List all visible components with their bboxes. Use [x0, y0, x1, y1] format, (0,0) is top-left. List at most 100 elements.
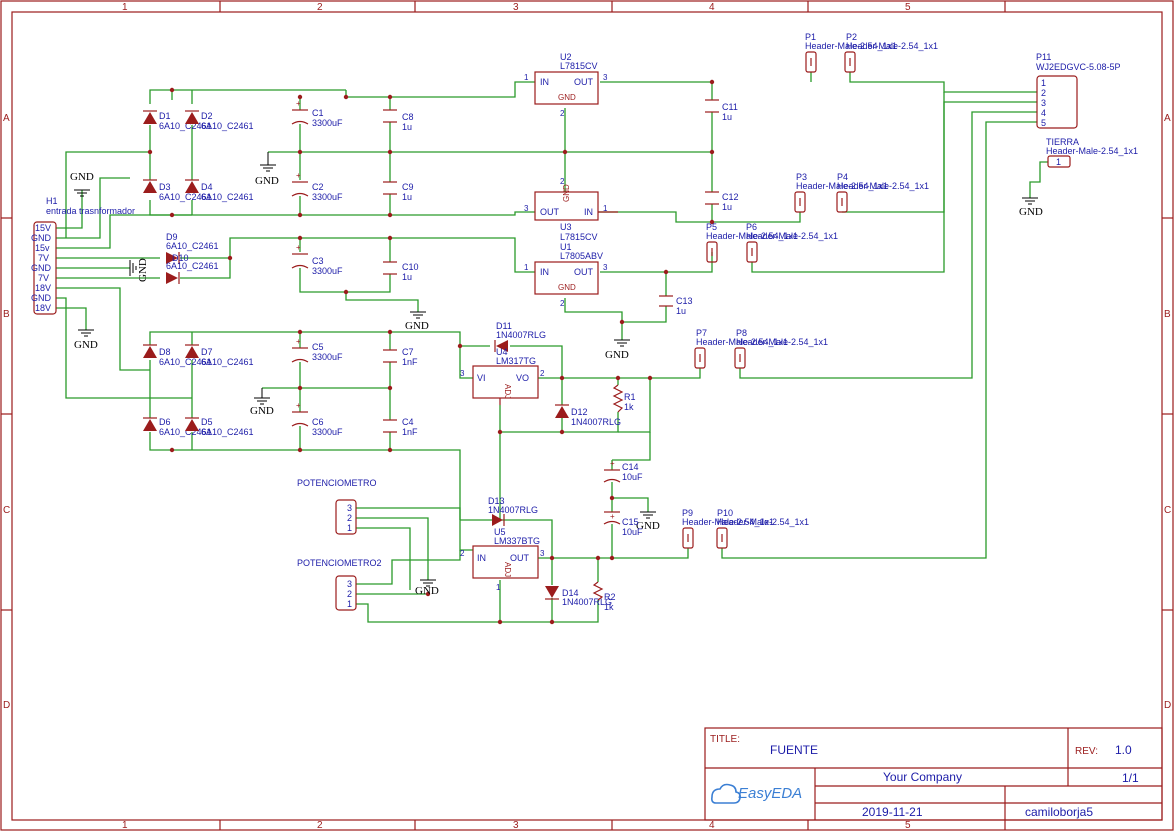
- pot1-pin-3: 3: [347, 503, 352, 513]
- c12-value: 1u: [722, 202, 732, 212]
- ground-symbols: GND GND GND GND GND GND GND GND GND GND: [70, 152, 1043, 597]
- u2-ref: U2: [560, 52, 572, 62]
- regulator-u1[interactable]: U1 L7805ABV IN OUT GND 1 3 2: [524, 242, 608, 308]
- p10-ref: P10: [717, 508, 733, 518]
- header-p6[interactable]: P6 Header-Male-2.54_1x1: [746, 222, 838, 263]
- svg-text:+: +: [296, 401, 301, 410]
- c10-value: 1u: [402, 272, 412, 282]
- d4-value: 6A10_C2461: [201, 192, 254, 202]
- rev-label: REV:: [1075, 746, 1098, 757]
- gnd-label: GND: [415, 585, 439, 597]
- header-p2[interactable]: P2 Header-Male-2.54_1x1: [844, 32, 938, 73]
- diode-d8[interactable]: D8 6A10_C2461: [143, 344, 212, 367]
- diode-d1[interactable]: D1 6A10_C2461: [143, 110, 212, 131]
- p10-value: Header-Male-2.54_1x1: [717, 517, 809, 527]
- pot2-pin-3: 3: [347, 579, 352, 589]
- h1-value: entrada trasnformador: [46, 206, 135, 216]
- u5-out: OUT: [510, 553, 530, 563]
- resistors: R1 1k R2 1k: [592, 384, 636, 612]
- p11-pin-4: 4: [1041, 108, 1046, 118]
- diode-d12[interactable]: D12 1N4007RLG: [555, 404, 621, 427]
- gnd-symbol: GND: [415, 579, 439, 597]
- header-p7[interactable]: P7 Header-Male-2.54_1x1: [694, 328, 788, 369]
- capacitor-c1[interactable]: + C1 3300uF: [291, 99, 343, 128]
- capacitor-c6[interactable]: + C6 3300uF: [291, 401, 343, 437]
- header-tierra[interactable]: TIERRA Header-Male-2.54_1x1 1: [1046, 137, 1138, 168]
- diode-d4[interactable]: D4 6A10_C2461: [185, 179, 254, 202]
- capacitor-c8[interactable]: C8 1u: [383, 109, 414, 132]
- diode-d13[interactable]: D13 1N4007RLG: [488, 496, 538, 526]
- gnd-label: GND: [250, 405, 274, 417]
- pot2-pin-2: 2: [347, 589, 352, 599]
- capacitor-c9[interactable]: C9 1u: [383, 181, 414, 202]
- gnd-label: GND: [405, 320, 429, 332]
- diode-d11[interactable]: D11 1N4007RLG: [494, 321, 546, 352]
- column-label-4-bottom: 4: [709, 820, 715, 831]
- diode-d5[interactable]: D5 6A10_C2461: [185, 417, 254, 437]
- header-p10[interactable]: P10 Header-Male-2.54_1x1: [716, 508, 809, 549]
- u5-in: IN: [477, 553, 486, 563]
- capacitor-c2[interactable]: + C2 3300uF: [291, 171, 343, 202]
- regulator-u4[interactable]: U4 LM317TG VI VO ADJ 3 2: [460, 347, 545, 405]
- capacitor-c10[interactable]: C10 1u: [383, 261, 419, 282]
- c7-value: 1nF: [402, 357, 418, 367]
- gnd-symbol: GND: [70, 171, 94, 197]
- header-p5[interactable]: P5 Header-Male-2.54_1x1: [706, 222, 798, 263]
- capacitor-c13[interactable]: C13 1u: [659, 295, 693, 316]
- potentiometer-2[interactable]: POTENCIOMETRO2 3 2 1: [297, 558, 382, 611]
- diode-d9[interactable]: D9 6A10_C2461: [166, 232, 219, 264]
- resistor-r2[interactable]: R2 1k: [592, 581, 616, 612]
- h1-pin-2: GND: [31, 233, 52, 243]
- p8-value: Header-Male-2.54_1x1: [736, 337, 828, 347]
- capacitor-c14[interactable]: + C14 10uF: [603, 459, 643, 483]
- gnd-symbol: GND: [636, 511, 660, 532]
- diode-d7[interactable]: D7 6A10_C2461: [185, 344, 254, 367]
- potentiometer-1[interactable]: POTENCIOMETRO 3 2 1: [297, 478, 377, 535]
- header-p8[interactable]: P8 Header-Male-2.54_1x1: [734, 328, 828, 369]
- u3-pin1: 1: [603, 204, 608, 213]
- gnd-label: GND: [255, 175, 279, 187]
- capacitor-c5[interactable]: + C5 3300uF: [291, 337, 343, 363]
- terminal-p11[interactable]: P11 WJ2EDGVC-5.08-5P 1 2 3 4 5: [1036, 52, 1121, 129]
- p3-ref: P3: [796, 172, 807, 182]
- pot2-pin-1: 1: [347, 599, 352, 609]
- c5-ref: C5: [312, 342, 324, 352]
- header-p9[interactable]: P9 Header-Male-2.54_1x1: [682, 508, 774, 549]
- p7-value: Header-Male-2.54_1x1: [696, 337, 788, 347]
- header-p4[interactable]: P4 Header-Male-2.54_1x1: [836, 172, 929, 213]
- capacitor-c7[interactable]: C7 1nF: [383, 347, 418, 367]
- header-p1[interactable]: P1 Header-Male-2.54_1x1: [805, 32, 897, 73]
- capacitor-c3[interactable]: + C3 3300uF: [291, 243, 343, 276]
- c11-ref: C11: [722, 102, 738, 112]
- u1-value: L7805ABV: [560, 251, 603, 261]
- tierra-pin: 1: [1056, 157, 1061, 167]
- diode-d10[interactable]: D10 6A10_C2461: [166, 253, 219, 284]
- column-label-2-bottom: 2: [317, 820, 323, 831]
- svg-text:+: +: [610, 459, 615, 468]
- d10-ref: D10: [172, 253, 189, 263]
- p11-pin-3: 3: [1041, 98, 1046, 108]
- diode-d3[interactable]: D3 6A10_C2461: [143, 179, 212, 202]
- tierra-value: Header-Male-2.54_1x1: [1046, 146, 1138, 156]
- diode-d2[interactable]: D2 6A10_C2461: [185, 110, 254, 131]
- u3-pin2: 2: [560, 177, 565, 186]
- capacitor-c15[interactable]: + C15 10uF: [603, 511, 643, 537]
- capacitor-c12[interactable]: C12 1u: [705, 191, 739, 212]
- diode-d6[interactable]: D6 6A10_C2461: [143, 417, 212, 437]
- c9-value: 1u: [402, 192, 412, 202]
- regulator-u3[interactable]: U3 L7815CV OUT IN GND 3 1 2: [524, 177, 618, 242]
- regulator-u5[interactable]: U5 LM337BTG IN OUT ADJ 2 3 1: [460, 527, 545, 592]
- h1-pin-7: 18V: [35, 283, 51, 293]
- capacitor-c11[interactable]: C11 1u: [705, 99, 738, 122]
- column-label-5: 5: [905, 2, 911, 13]
- gnd-label: GND: [1019, 206, 1043, 218]
- resistor-r1[interactable]: R1 1k: [612, 384, 636, 413]
- d3-ref: D3: [159, 182, 171, 192]
- u1-out: OUT: [574, 267, 594, 277]
- h1-connector[interactable]: H1 entrada trasnformador 15V GND 15v 7V …: [31, 196, 135, 315]
- header-p3[interactable]: P3 Header-Male-2.54_1x1: [794, 172, 888, 213]
- regulator-u2[interactable]: U2 L7815CV IN OUT GND 1 3 2: [524, 52, 608, 118]
- capacitor-c4[interactable]: C4 1nF: [383, 417, 418, 437]
- diode-d14[interactable]: D14 1N4007RLG: [545, 586, 612, 607]
- p11-ref: P11: [1036, 52, 1051, 62]
